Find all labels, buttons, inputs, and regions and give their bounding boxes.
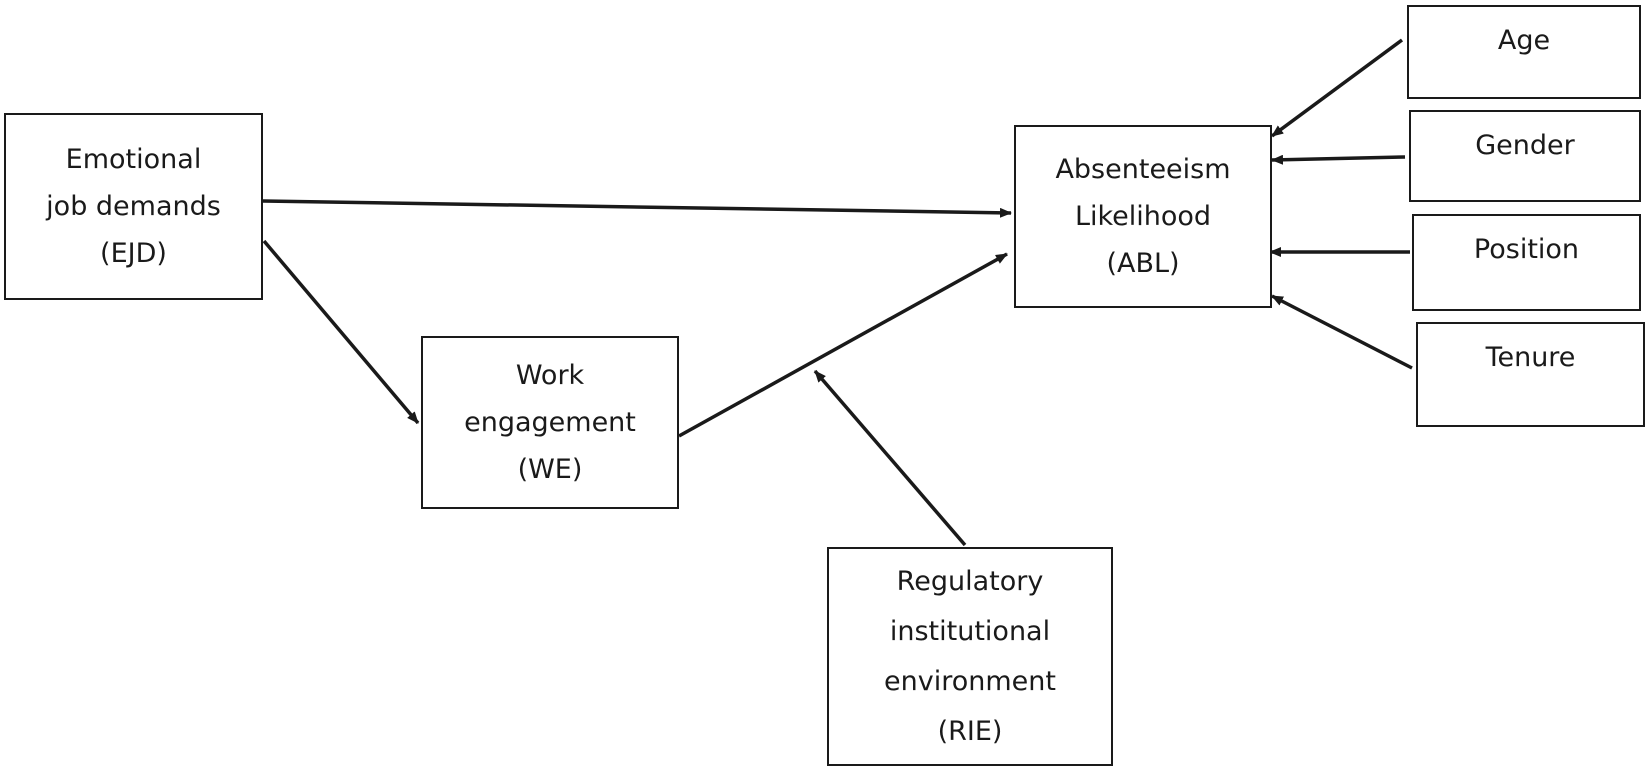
node-abl: Absenteeism Likelihood (ABL) [1014,125,1272,308]
arrow-rie-to-we-abl-path [813,369,967,547]
node-we-line-2: engagement [464,407,636,438]
node-rie-line-2: institutional [889,615,1051,647]
node-abl-line-3: (ABL) [1106,248,1180,279]
node-age: Age [1407,5,1641,99]
node-rie-line-3: environment [884,665,1056,697]
node-we: Work engagement (WE) [421,336,679,509]
arrow-ejd-to-we [262,239,420,425]
node-age-label: Age [1497,25,1551,56]
node-gender-label: Gender [1475,130,1575,161]
node-rie: Regulatory institutional environment (RI… [827,547,1113,766]
arrow-we-to-abl [678,252,1008,438]
arrow-gender-to-abl [1271,154,1406,165]
node-position: Position [1412,214,1641,311]
node-ejd-line-2: job demands [46,191,221,222]
node-ejd-line-1: Emotional [65,144,202,175]
node-ejd-line-3: (EJD) [100,238,167,269]
arrow-tenure-to-abl [1271,294,1413,370]
node-tenure-label: Tenure [1485,342,1576,373]
node-we-line-1: Work [515,360,585,391]
arrow-ejd-to-abl [262,199,1012,218]
arrow-age-to-abl [1270,38,1404,138]
node-abl-line-1: Absenteeism [1055,154,1231,185]
node-rie-line-1: Regulatory [896,565,1044,597]
node-we-line-3: (WE) [517,454,583,485]
node-position-label: Position [1473,234,1580,265]
node-abl-line-2: Likelihood [1074,201,1212,232]
node-ejd: Emotional job demands (EJD) [4,113,263,300]
node-tenure: Tenure [1416,322,1645,427]
node-gender: Gender [1409,110,1641,202]
node-rie-line-4: (RIE) [937,715,1003,747]
